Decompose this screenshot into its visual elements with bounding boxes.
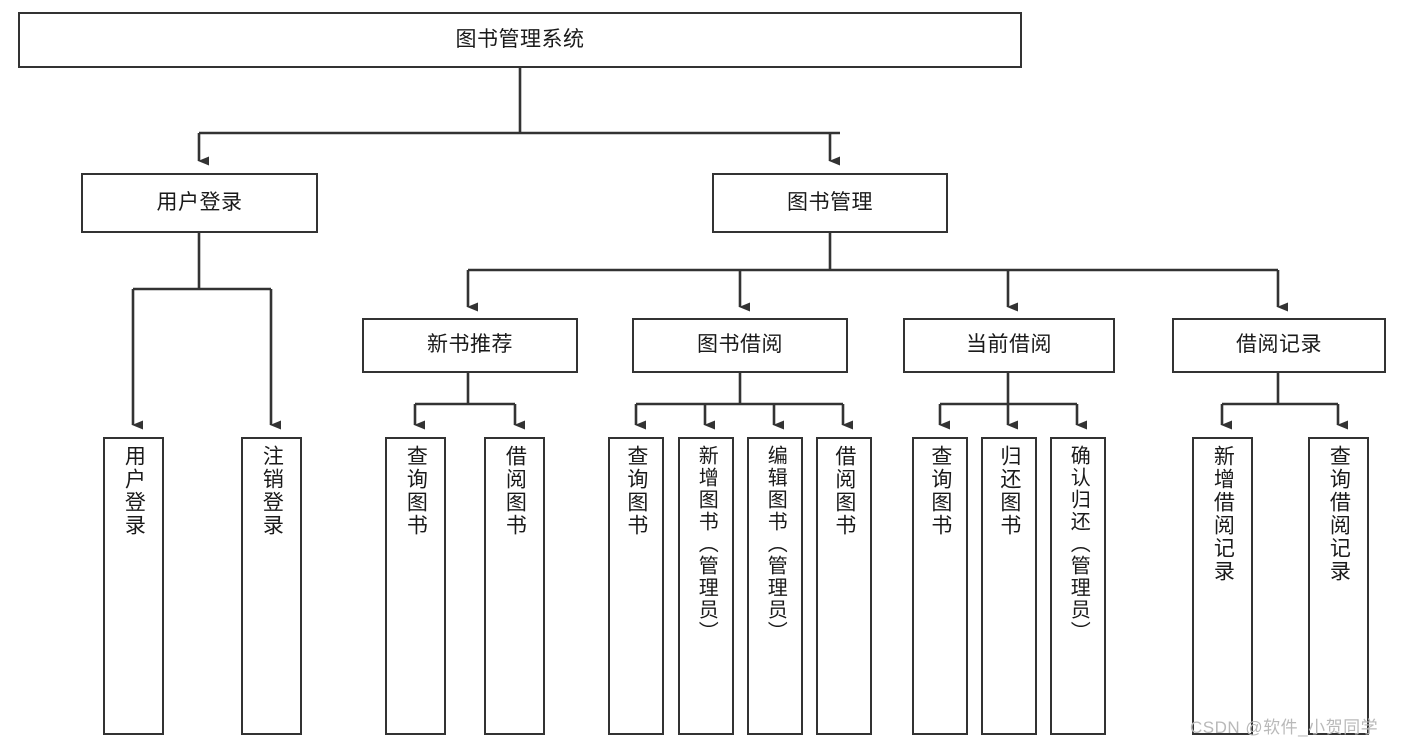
node-borrow-records[interactable]: 借阅记录 xyxy=(1172,318,1386,373)
leaf-query-book-recommend-label: 查询图书 xyxy=(404,445,428,537)
node-current-borrow-label: 当前借阅 xyxy=(966,333,1052,357)
leaf-query-borrow-record[interactable]: 查询借阅记录 xyxy=(1308,437,1369,735)
node-user-login-label: 用户登录 xyxy=(156,190,243,214)
leaf-borrow-book-recommend-label: 借阅图书 xyxy=(503,445,527,537)
leaf-confirm-return-admin[interactable]: 确认归还（管理员） xyxy=(1050,437,1106,735)
node-book-borrow[interactable]: 图书借阅 xyxy=(632,318,848,373)
node-book-borrow-label: 图书借阅 xyxy=(697,333,783,357)
leaf-return-book[interactable]: 归还图书 xyxy=(981,437,1037,735)
node-root-system[interactable]: 图书管理系统 xyxy=(18,12,1022,68)
leaf-user-login[interactable]: 用户登录 xyxy=(103,437,164,735)
leaf-add-borrow-record[interactable]: 新增借阅记录 xyxy=(1192,437,1253,735)
node-new-book-recommend-label: 新书推荐 xyxy=(427,333,513,357)
csdn-watermark: CSDN @软件_小贺同学 xyxy=(1190,718,1379,737)
leaf-borrow-query-book-label: 查询图书 xyxy=(624,445,648,537)
leaf-logout-label: 注销登录 xyxy=(260,445,284,537)
node-new-book-recommend[interactable]: 新书推荐 xyxy=(362,318,578,373)
node-user-login[interactable]: 用户登录 xyxy=(81,173,318,233)
leaf-query-borrow-record-label: 查询借阅记录 xyxy=(1327,445,1351,583)
leaf-edit-book-admin-label: 编辑图书（管理员） xyxy=(764,445,787,643)
node-book-management-label: 图书管理 xyxy=(787,190,873,214)
node-book-management[interactable]: 图书管理 xyxy=(712,173,948,233)
leaf-user-login-label: 用户登录 xyxy=(122,445,146,537)
leaf-borrow-query-book[interactable]: 查询图书 xyxy=(608,437,664,735)
leaf-borrow-book-label: 借阅图书 xyxy=(832,445,856,537)
leaf-add-book-admin[interactable]: 新增图书（管理员） xyxy=(678,437,734,735)
leaf-add-borrow-record-label: 新增借阅记录 xyxy=(1211,445,1235,583)
leaf-confirm-return-admin-label: 确认归还（管理员） xyxy=(1067,445,1090,643)
leaf-borrow-book-recommend[interactable]: 借阅图书 xyxy=(484,437,545,735)
leaf-logout[interactable]: 注销登录 xyxy=(241,437,302,735)
leaf-return-book-label: 归还图书 xyxy=(997,445,1021,537)
leaf-current-query-book-label: 查询图书 xyxy=(928,445,952,537)
leaf-current-query-book[interactable]: 查询图书 xyxy=(912,437,968,735)
leaf-borrow-book[interactable]: 借阅图书 xyxy=(816,437,872,735)
leaf-edit-book-admin[interactable]: 编辑图书（管理员） xyxy=(747,437,803,735)
node-root-system-label: 图书管理系统 xyxy=(455,27,585,51)
node-current-borrow[interactable]: 当前借阅 xyxy=(903,318,1115,373)
leaf-add-book-admin-label: 新增图书（管理员） xyxy=(695,445,718,643)
leaf-query-book-recommend[interactable]: 查询图书 xyxy=(385,437,446,735)
node-borrow-records-label: 借阅记录 xyxy=(1236,333,1322,357)
